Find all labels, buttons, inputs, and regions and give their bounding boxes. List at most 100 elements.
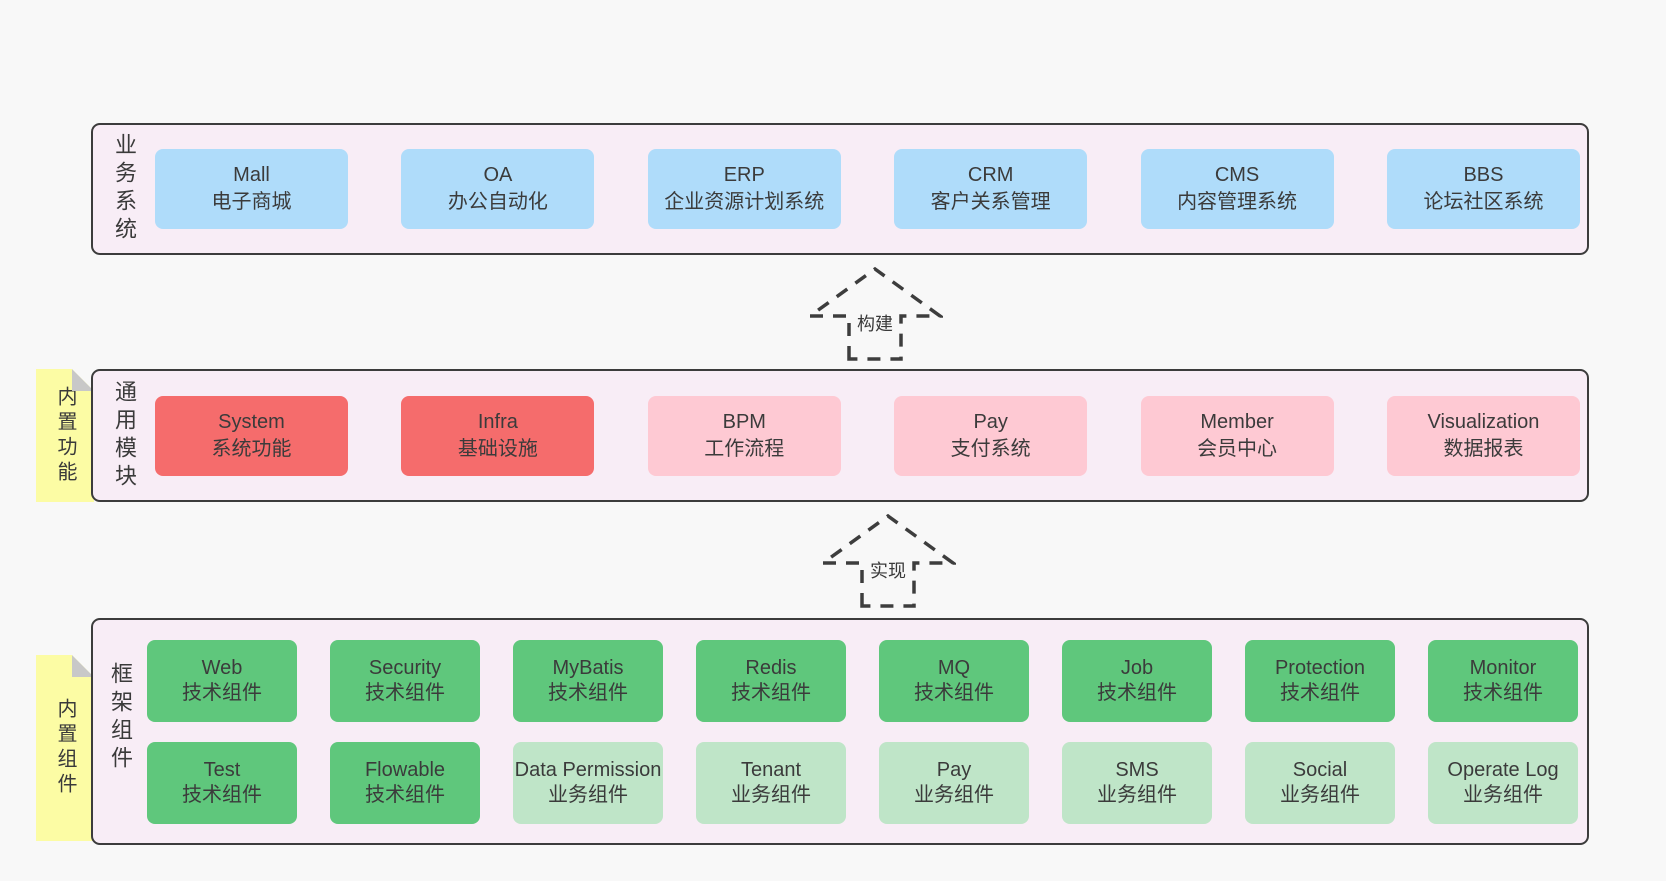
box-security: Security 技术组件 bbox=[330, 640, 480, 722]
box-title: Infra bbox=[477, 410, 518, 433]
box-subtitle: 业务组件 bbox=[1280, 784, 1360, 806]
box-protection: Protection 技术组件 bbox=[1245, 640, 1395, 722]
box-subtitle: 数据报表 bbox=[1443, 437, 1524, 460]
box-crm: CRM 客户关系管理 bbox=[894, 149, 1088, 229]
box-title: CRM bbox=[967, 164, 1014, 186]
box-title: Member bbox=[1200, 410, 1274, 433]
box-subtitle: 客户关系管理 bbox=[930, 191, 1051, 213]
box-title: Protection bbox=[1274, 657, 1366, 679]
box-subtitle: 办公自动化 bbox=[447, 191, 548, 213]
box-title: Redis bbox=[745, 657, 797, 679]
box-title: Operate Log bbox=[1447, 759, 1559, 781]
section-label-business: 业务系统 bbox=[112, 133, 137, 245]
box-title: Job bbox=[1120, 657, 1154, 679]
box-title: CMS bbox=[1214, 164, 1260, 186]
sticky-note-builtin-features: 内置功能 bbox=[36, 369, 94, 502]
modules-box-row: System 系统功能 Infra 基础设施 BPM 工作流程 Pay 支付系统… bbox=[155, 371, 1580, 500]
framework-row-1: Web 技术组件 Security 技术组件 MyBatis 技术组件 Redi… bbox=[147, 640, 1578, 722]
up-arrow-dashed-icon bbox=[807, 266, 943, 361]
box-title: ERP bbox=[723, 164, 765, 186]
box-pay-component: Pay 业务组件 bbox=[879, 742, 1029, 824]
box-subtitle: 技术组件 bbox=[1097, 682, 1177, 704]
box-pay-module: Pay 支付系统 bbox=[894, 395, 1088, 476]
build-arrow-icon: 构建 bbox=[807, 266, 943, 362]
box-title: BPM bbox=[722, 410, 766, 433]
box-mall: Mall 电子商城 bbox=[155, 149, 348, 229]
box-title: Data Permission bbox=[514, 759, 662, 781]
box-title: Flowable bbox=[364, 759, 446, 781]
box-title: Monitor bbox=[1469, 657, 1537, 679]
box-subtitle: 系统功能 bbox=[211, 437, 292, 460]
box-subtitle: 技术组件 bbox=[731, 682, 811, 704]
box-subtitle: 论坛社区系统 bbox=[1423, 191, 1544, 213]
box-mq: MQ 技术组件 bbox=[879, 640, 1029, 722]
section-label-framework: 框架组件 bbox=[108, 661, 133, 774]
section-business-systems: 业务系统 Mall 电子商城 OA 办公自动化 ERP 企业资源计划系统 CRM… bbox=[91, 123, 1589, 255]
box-title: System bbox=[218, 410, 285, 433]
box-redis: Redis 技术组件 bbox=[696, 640, 846, 722]
box-cms: CMS 内容管理系统 bbox=[1140, 149, 1334, 229]
implement-arrow-label: 实现 bbox=[867, 557, 909, 583]
implement-arrow-icon: 实现 bbox=[820, 513, 956, 609]
box-subtitle: 技术组件 bbox=[548, 682, 628, 704]
box-sms: SMS 业务组件 bbox=[1062, 742, 1212, 824]
build-arrow-label: 构建 bbox=[854, 310, 896, 336]
box-subtitle: 业务组件 bbox=[731, 784, 811, 806]
box-subtitle: 技术组件 bbox=[914, 682, 994, 704]
box-job: Job 技术组件 bbox=[1062, 640, 1212, 722]
box-subtitle: 内容管理系统 bbox=[1177, 191, 1298, 213]
box-title: Visualization bbox=[1427, 410, 1540, 433]
box-subtitle: 企业资源计划系统 bbox=[664, 191, 825, 213]
box-subtitle: 工作流程 bbox=[704, 437, 785, 460]
box-test: Test 技术组件 bbox=[147, 742, 297, 824]
section-common-modules: 通用模块 System 系统功能 Infra 基础设施 BPM 工作流程 Pay… bbox=[91, 369, 1589, 502]
box-member: Member 会员中心 bbox=[1140, 395, 1334, 476]
box-title: OA bbox=[483, 164, 513, 186]
box-title: Pay bbox=[973, 410, 1008, 433]
box-web: Web 技术组件 bbox=[147, 640, 297, 722]
box-title: Social bbox=[1292, 759, 1348, 781]
box-subtitle: 业务组件 bbox=[548, 784, 628, 806]
box-subtitle: 技术组件 bbox=[365, 682, 445, 704]
note-label: 内置功能 bbox=[54, 385, 76, 486]
box-subtitle: 业务组件 bbox=[1097, 784, 1177, 806]
box-flowable: Flowable 技术组件 bbox=[330, 742, 480, 824]
business-box-row: Mall 电子商城 OA 办公自动化 ERP 企业资源计划系统 CRM 客户关系… bbox=[155, 125, 1580, 253]
box-infra: Infra 基础设施 bbox=[401, 395, 595, 476]
box-monitor: Monitor 技术组件 bbox=[1428, 640, 1578, 722]
box-mybatis: MyBatis 技术组件 bbox=[513, 640, 663, 722]
box-tenant: Tenant 业务组件 bbox=[696, 742, 846, 824]
section-label-modules: 通用模块 bbox=[112, 379, 137, 492]
box-oa: OA 办公自动化 bbox=[401, 149, 595, 229]
box-system: System 系统功能 bbox=[155, 395, 348, 476]
box-data-permission: Data Permission 业务组件 bbox=[513, 742, 663, 824]
box-title: Mall bbox=[233, 164, 270, 186]
box-subtitle: 基础设施 bbox=[457, 437, 538, 460]
sticky-note-builtin-components: 内置组件 bbox=[36, 655, 94, 841]
section-framework-components: 框架组件 Web 技术组件 Security 技术组件 MyBatis 技术组件… bbox=[91, 618, 1589, 845]
up-arrow-dashed-icon bbox=[820, 513, 956, 608]
box-subtitle: 电子商城 bbox=[211, 191, 292, 213]
box-title: Security bbox=[368, 657, 442, 679]
box-social: Social 业务组件 bbox=[1245, 742, 1395, 824]
box-title: SMS bbox=[1115, 759, 1159, 781]
box-title: Web bbox=[201, 657, 243, 679]
framework-row-2: Test 技术组件 Flowable 技术组件 Data Permission … bbox=[147, 742, 1578, 824]
box-title: BBS bbox=[1463, 164, 1504, 186]
box-title: Pay bbox=[936, 759, 972, 781]
box-title: Tenant bbox=[740, 759, 802, 781]
box-bpm: BPM 工作流程 bbox=[647, 395, 841, 476]
box-subtitle: 技术组件 bbox=[182, 682, 262, 704]
box-subtitle: 业务组件 bbox=[914, 784, 994, 806]
box-bbs: BBS 论坛社区系统 bbox=[1386, 149, 1580, 229]
box-subtitle: 支付系统 bbox=[950, 437, 1031, 460]
box-subtitle: 技术组件 bbox=[1463, 682, 1543, 704]
box-operate-log: Operate Log 业务组件 bbox=[1428, 742, 1578, 824]
box-title: MyBatis bbox=[552, 657, 624, 679]
note-label: 内置组件 bbox=[54, 698, 76, 798]
box-title: MQ bbox=[937, 657, 971, 679]
box-visualization: Visualization 数据报表 bbox=[1386, 395, 1580, 476]
box-subtitle: 会员中心 bbox=[1197, 437, 1278, 460]
box-erp: ERP 企业资源计划系统 bbox=[647, 149, 841, 229]
